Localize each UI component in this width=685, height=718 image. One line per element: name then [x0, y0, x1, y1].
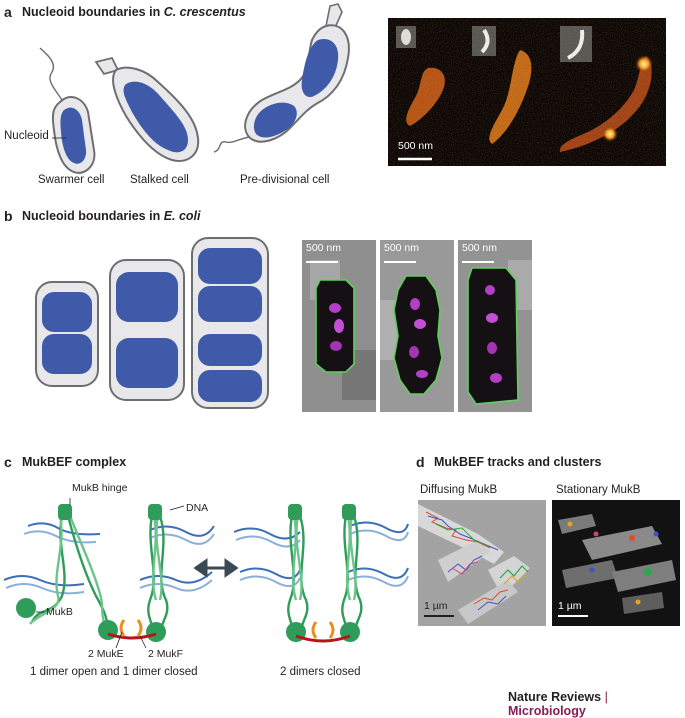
predivisional-nucleoid-bottom [253, 102, 297, 138]
superres-pole-focus-bottom [602, 126, 618, 142]
stationary-mukb-image: 1 µm [552, 500, 680, 626]
mukb-hinge-right-1 [288, 504, 302, 520]
ecoli-large-nucleoid-1 [198, 248, 262, 284]
ecoli-micrograph-2-scale: 500 nm [384, 242, 420, 254]
ecoli-large-nucleoid-4 [198, 370, 262, 402]
panel-a-scale-bar-label: 500 nm [398, 140, 434, 152]
footer-separator: | [604, 690, 608, 704]
footer-section: Microbiology [508, 704, 586, 718]
swarmer-nucleoid [60, 107, 87, 164]
footer-journal: Nature Reviews [508, 690, 602, 704]
ecoli-micrograph-3: 500 nm [458, 240, 532, 412]
swarmer-cell [39, 47, 96, 174]
predivisional-cell-label: Pre-divisional cell [240, 174, 330, 186]
panel-a-title: Nucleoid boundaries in C. crescentus [22, 5, 246, 19]
ecoli-small-nucleoid-1 [42, 292, 92, 332]
panel-d-letter: d [416, 454, 425, 470]
stalked-cell-label: Stalked cell [130, 174, 189, 186]
ecoli-micrograph-1: 500 nm [302, 240, 376, 412]
dna-strands-left [3, 522, 215, 595]
panel-c-caption-right: 2 dimers closed [280, 666, 361, 678]
ecoli-large-nucleoid-3 [198, 334, 262, 366]
panel-b-letter: b [4, 208, 13, 224]
panel-b-title: Nucleoid boundaries in E. coli [22, 209, 201, 223]
stalked-nucleoid [123, 81, 188, 153]
superres-grain [388, 18, 666, 166]
dna-label: DNA [186, 502, 209, 514]
panel-a-title-prefix: Nucleoid boundaries in [22, 5, 164, 19]
panel-c-letter: c [4, 454, 12, 470]
transition-arrow [193, 558, 239, 578]
panel-a-microscopy-image: 500 nm [388, 18, 666, 166]
panel-d-subtitle-stationary: Stationary MukB [556, 484, 641, 496]
ecoli-medium-nucleoid-1 [116, 272, 178, 322]
mukb-left-dimer-open [29, 515, 110, 627]
mukb-head-open-1 [16, 598, 36, 618]
mukb-hinge-right-2 [342, 504, 356, 520]
panel-c-mukbef-diagram [3, 498, 409, 649]
stalked-cell [94, 56, 200, 162]
mukf-label: 2 MukF [148, 648, 184, 660]
nucleoid-label: Nucleoid [4, 130, 49, 142]
dna-strands-right [233, 521, 409, 588]
predivisional-cell [213, 3, 350, 153]
ecoli-cell-small [35, 281, 99, 387]
muke-left-2 [136, 619, 143, 637]
panel-c-title: MukBEF complex [22, 455, 127, 469]
panel-a-superres-svg [388, 18, 666, 166]
mukf-kleisin-left [107, 632, 157, 640]
muke-right-1 [311, 621, 318, 639]
panel-d-title: MukBEF tracks and clusters [434, 455, 602, 469]
mukb-head-closed [146, 622, 166, 642]
mukf-kleisin-right [295, 634, 351, 643]
ecoli-large-nucleoid-2 [198, 286, 262, 322]
mukb-hinge-left [58, 504, 72, 520]
panel-a-cell-diagram [39, 3, 350, 174]
mukb-hinge-label: MukB hinge [72, 482, 128, 494]
ecoli-small-nucleoid-2 [42, 334, 92, 374]
mukb-hinge-right [148, 504, 162, 520]
journal-footer: Nature Reviews | Microbiology [508, 690, 685, 718]
panel-b-cell-diagram [35, 237, 269, 409]
ecoli-cell-medium [109, 259, 185, 401]
panel-c-caption-left: 1 dimer open and 1 dimer closed [30, 666, 198, 678]
panel-b-title-prefix: Nucleoid boundaries in [22, 209, 164, 223]
muke-left-1 [119, 619, 126, 637]
panel-a-letter: a [4, 4, 12, 20]
ecoli-medium-nucleoid-2 [116, 338, 178, 388]
panel-d-subtitle-diffusing: Diffusing MukB [420, 484, 498, 496]
swarmer-flagellum [39, 47, 63, 101]
muke-label: 2 MukE [88, 648, 124, 660]
mukb-left-dimer-closed [147, 515, 169, 627]
ecoli-micrograph-1-scale: 500 nm [306, 242, 342, 254]
predivisional-nucleoid-top [301, 38, 339, 98]
predivisional-stalk [325, 3, 343, 32]
predivisional-flagellum [213, 135, 255, 153]
diffusing-scale-label: 1 µm [424, 600, 448, 612]
swarmer-cell-label: Swarmer cell [38, 174, 105, 186]
panel-b-title-species: E. coli [163, 209, 201, 223]
ecoli-micrograph-2: 500 nm [380, 240, 454, 412]
stationary-scale-label: 1 µm [558, 600, 582, 612]
mukb-right-dimers-closed [287, 515, 363, 627]
panel-a-title-species: C. crescentus [163, 5, 246, 19]
ecoli-cell-large [191, 237, 269, 409]
muke-right-2 [328, 621, 335, 639]
superres-pole-focus-top [635, 55, 653, 73]
ecoli-micrograph-3-scale: 500 nm [462, 242, 498, 254]
mukb-label: MukB [46, 606, 73, 618]
diffusing-mukb-image: 1 µm [418, 500, 546, 626]
